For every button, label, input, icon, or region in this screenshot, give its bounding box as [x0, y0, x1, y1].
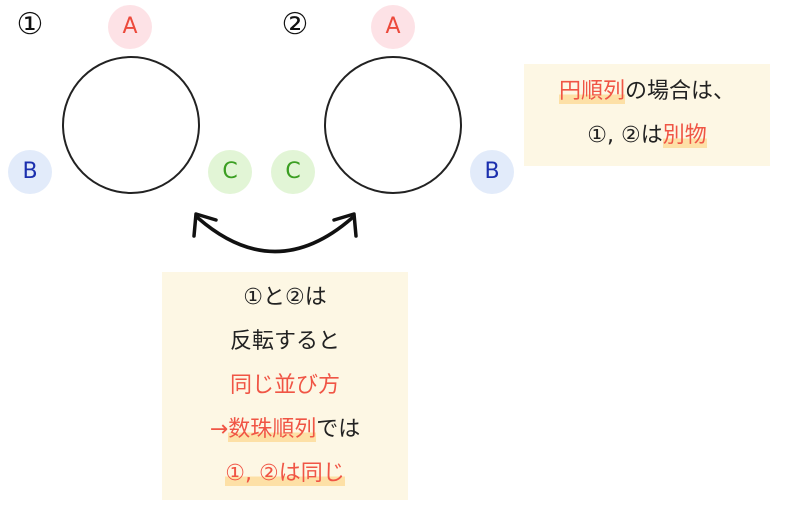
highlight-text: ①, ②は同じ — [225, 461, 345, 486]
label-a: A — [108, 5, 152, 49]
text: 反転すると — [229, 329, 340, 354]
text: の場合は、 — [625, 79, 736, 104]
number-2: ② — [281, 7, 309, 42]
circle-2 — [324, 56, 462, 194]
circle-1 — [62, 56, 200, 194]
note-circular-permutation: 円順列の場合は、 ①, ②は別物 — [524, 64, 770, 166]
label-b: B — [470, 150, 514, 194]
text: 同じ並び方 — [229, 373, 340, 398]
highlight-text: 円順列 — [558, 79, 625, 104]
text: では — [316, 417, 361, 442]
highlight-text: 数珠順列 — [228, 417, 317, 442]
text: ①と②は — [243, 285, 327, 310]
highlight-text: 別物 — [662, 123, 707, 148]
arrow: → — [209, 417, 229, 442]
label-c: C — [208, 150, 252, 194]
note-necklace-permutation: ①と②は 反転すると 同じ並び方 →数珠順列では ①, ②は同じ — [162, 272, 408, 500]
label-a: A — [371, 5, 415, 49]
text: ①, ②は — [587, 123, 663, 148]
label-b: B — [8, 150, 52, 194]
label-c: C — [271, 150, 315, 194]
number-1: ① — [16, 7, 44, 42]
